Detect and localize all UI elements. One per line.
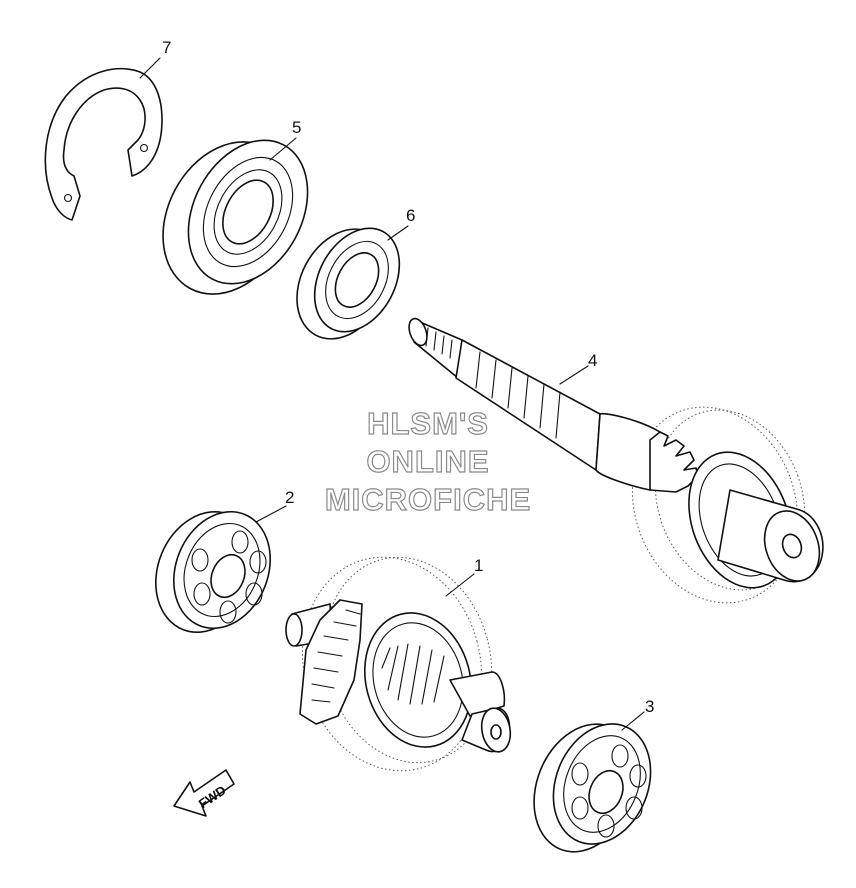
bearing-5-part — [162, 139, 309, 295]
callout-7: 7 — [162, 38, 171, 57]
bearing-2-part — [154, 510, 272, 634]
bearing-3-part — [533, 723, 652, 853]
shaft-4-part — [408, 317, 824, 604]
callout-5: 5 — [292, 118, 301, 137]
callout-4: 4 — [588, 351, 597, 370]
callout-2: 2 — [285, 488, 294, 507]
fwd-arrow: FWD — [173, 769, 235, 817]
leader-line-6 — [387, 225, 409, 241]
callout-6: 6 — [406, 206, 415, 225]
bearing-6-part — [296, 227, 401, 340]
circlip-part — [44, 67, 163, 221]
leader-line-5 — [269, 137, 297, 161]
leader-line-4 — [559, 365, 589, 385]
callout-3: 3 — [645, 697, 654, 716]
fwd-arrow-icon — [173, 769, 235, 817]
callout-1: 1 — [474, 556, 483, 575]
watermark-line-1: HLSM'S — [367, 406, 489, 441]
leader-line-2 — [255, 505, 287, 523]
gear-1-part — [285, 556, 512, 772]
watermark-line-2: ONLINE — [366, 444, 489, 479]
leader-line-3 — [621, 711, 645, 731]
leader-line-1 — [445, 573, 475, 597]
leader-line-7 — [139, 57, 161, 79]
leader-lines — [139, 57, 645, 731]
watermark: HLSM'S ONLINE MICROFICHE — [324, 405, 531, 517]
watermark-line-3: MICROFICHE — [325, 482, 531, 517]
